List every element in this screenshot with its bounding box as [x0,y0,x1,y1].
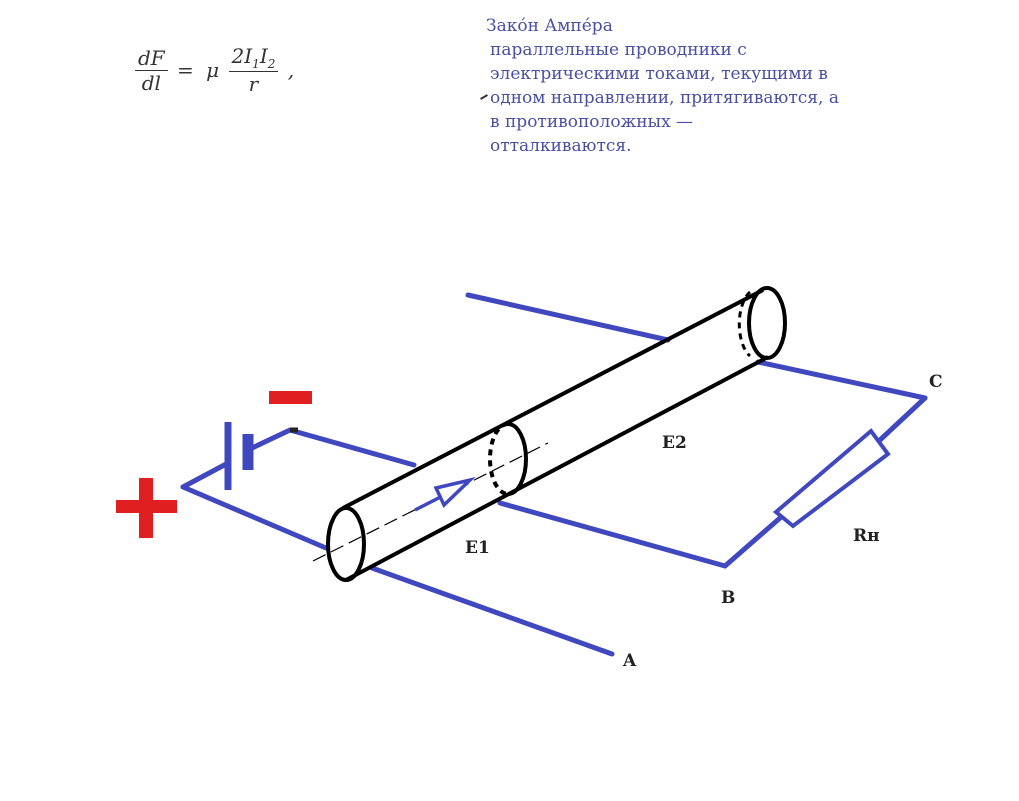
formula-lhs-den: dl [141,70,161,95]
wire-mid-to-b [497,500,728,569]
cylinder-middle-ring-hidden [488,422,509,496]
formula-lhs: dF dl [135,46,168,95]
wire-c-to-r [877,395,928,443]
label-c: C [929,372,943,392]
ampere-formula: dF dl = μ 2I1I2 r , [135,44,297,96]
wire-plus [180,484,329,551]
description-line: отталкиваются. [490,136,632,156]
minus-sign-icon [269,391,312,404]
formula-lhs-num: dF [135,46,168,71]
formula-sub1: 1 [252,57,260,71]
label-b: B [721,588,735,608]
description-title: Зако́н Ампе́ра [486,16,613,36]
formula-i2: I [259,44,268,68]
label-e1: E1 [465,538,490,558]
formula-coeff: 2 [231,44,245,68]
label-a: A [622,651,637,671]
description-line: в противоположных — [490,112,694,132]
formula-rhs: 2I1I2 r [228,44,279,96]
cylinder-back-ring-hidden [737,290,752,358]
cylinder-middle-ring [507,422,528,496]
cylinder-front-end [326,506,366,582]
resistor-rn [772,428,891,529]
formula-trailing: , [287,58,295,82]
formula-eq: = [177,58,194,82]
label-e2: E2 [662,433,687,453]
formula-rhs-den: r [248,72,259,96]
description-line: электрическими токами, текущими в [490,64,828,84]
wire-top-left [465,292,671,343]
description-line: параллельные проводники с [490,40,747,60]
wire-to-a [369,565,615,657]
cylinder [326,286,787,582]
cylinder-bottom-edge [345,355,769,582]
description: Зако́н Ампе́ра параллельные проводники с… [486,14,886,158]
current-arrow-head [433,476,476,508]
wire-battery-left [180,460,231,490]
wires [180,292,928,657]
current-arrow-icon [414,476,476,512]
wire-top-right [755,359,928,401]
wire-r-to-b [722,515,783,569]
formula-rhs-num: 2I1I2 [228,44,279,72]
formula-sub2: 2 [267,57,276,71]
wire-battery-right [249,427,293,451]
formula-i1: I [244,44,253,68]
wire-minus [287,427,417,468]
cylinder-back-end [747,286,787,360]
plus-sign-vertical [139,478,153,538]
description-line: одном направлении, притягиваются, а [490,88,839,108]
cylinder-top-edge [342,288,764,510]
label-rn: Rн [853,526,880,546]
formula-mu: μ [206,58,220,82]
